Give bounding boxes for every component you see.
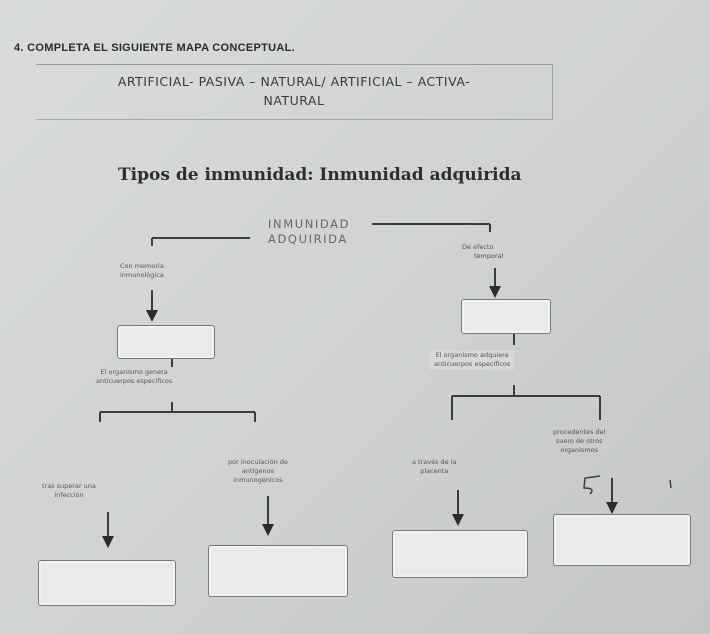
map-title: Tipos de inmunidad: Inmunidad adquirida [118,165,522,185]
answer-box-left[interactable] [117,325,215,359]
leaf-3-line-1: a través de la [412,458,457,466]
answer-box-right[interactable] [461,299,551,334]
right-description: El organismo adquiere anticuerpos especí… [430,350,515,370]
leaf-2-text: por inoculación de antígenos inmunogénic… [228,458,288,485]
leaf-4-text: procedentes del suero de otros organismo… [553,428,605,455]
left-branch-line-2: inmunológica [120,271,164,279]
answer-box-leaf-1[interactable] [38,560,176,606]
left-description: El organismo genera anticuerpos específi… [96,368,172,386]
arrow-left-head [146,310,158,322]
left-branch-line-1: Con memoria [120,262,164,270]
right-branch-line-2: temporal [474,252,504,260]
leaf-3-text: a través de la placenta [412,458,457,476]
leaf-2-line-3: inmunogénicos [233,476,283,484]
arrow-leaf-3-head [452,514,464,526]
exercise-heading: 4. COMPLETA EL SIGUIENTE MAPA CONCEPTUAL… [14,42,295,54]
word-bank-line-2: NATURAL [263,93,325,108]
answer-box-leaf-2[interactable] [208,545,348,597]
left-description-line-1: El organismo genera [100,368,168,376]
right-branch-label: De efecto temporal [462,243,503,261]
leaf-4-line-2: suero de otros [555,437,603,445]
leaf-1-line-1: tras superar una [42,482,96,490]
left-branch-label: Con memoria inmunológica [120,262,164,280]
leaf-2-line-2: antígenos [241,467,274,475]
left-description-line-2: anticuerpos específicos [96,377,173,385]
root-label-line-2: ADQUIRIDA [268,232,348,246]
leaf-4-line-1: procedentes del [553,428,606,436]
right-description-line-2: anticuerpos específicos [434,360,511,368]
leaf-4-line-3: organismos [560,446,599,454]
arrow-right-head [489,286,501,298]
arrow-leaf-4-head [606,502,618,514]
handwritten-tick [669,479,672,489]
leaf-1-text: tras superar una infección [42,482,96,500]
answer-box-leaf-3[interactable] [392,530,528,578]
root-label-line-1: INMUNIDAD [268,217,351,231]
root-node: INMUNIDAD ADQUIRIDA [268,217,350,247]
word-bank-line-1: ARTIFICIAL- PASIVA – NATURAL/ ARTIFICIAL… [117,74,471,89]
leaf-1-line-2: infección [54,491,84,499]
arrow-leaf-1-head [102,536,114,548]
right-description-line-1: El organismo adquiere [435,351,509,359]
handwritten-mark [583,475,601,495]
arrow-leaf-2-head [262,524,274,536]
right-branch-line-1: De efecto [462,243,494,251]
word-bank-box: ARTIFICIAL- PASIVA – NATURAL/ ARTIFICIAL… [36,64,553,120]
answer-box-leaf-4[interactable] [553,514,691,566]
leaf-2-line-1: por inoculación de [228,458,288,466]
leaf-3-line-2: placenta [420,467,449,475]
